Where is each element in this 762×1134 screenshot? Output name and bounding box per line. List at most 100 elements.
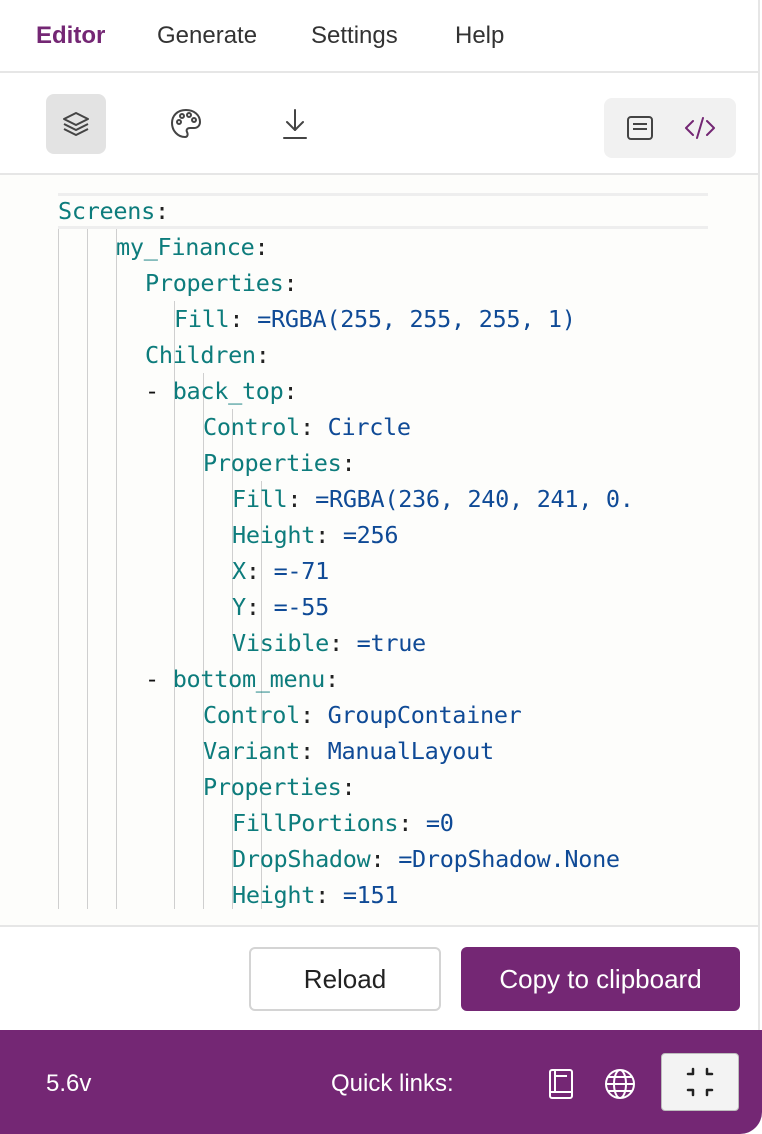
document-view-button[interactable] [610, 98, 670, 158]
colon: : [315, 521, 329, 549]
indent-guide [232, 409, 233, 909]
indent-guide [87, 229, 88, 909]
yaml-key: Control [203, 413, 300, 441]
tab-generate[interactable]: Generate [157, 22, 258, 49]
colon: : [154, 197, 169, 225]
yaml-key: Properties [203, 773, 342, 801]
indent-guide [261, 481, 262, 909]
version-label: 5.6v [46, 1070, 92, 1097]
colon: : [299, 737, 314, 765]
layers-icon [63, 112, 89, 136]
colon: : [245, 593, 260, 621]
download-icon [283, 109, 307, 139]
yaml-value: GroupContainer [327, 701, 522, 729]
colon: : [370, 845, 385, 873]
yaml-key: FillPortions [232, 809, 399, 837]
indent-guide [174, 301, 175, 909]
yaml-code-editor[interactable]: Screens:my_Finance:Properties:Fill: =RGB… [0, 175, 760, 925]
code-line: Variant: ManualLayout [203, 733, 494, 769]
yaml-value: =RGBA(236, 240, 241, 0. [315, 485, 634, 513]
docs-link[interactable] [541, 1064, 581, 1104]
indent-guide [203, 373, 204, 909]
colon: : [299, 413, 314, 441]
code-line: - bottom_menu: [145, 661, 339, 697]
code-line: DropShadow: =DropShadow.None [232, 841, 620, 877]
yaml-value: =-55 [273, 593, 330, 621]
current-line-highlight [58, 193, 708, 229]
yaml-value: =151 [342, 881, 399, 909]
code-line: Children: [145, 337, 270, 373]
code-line: Visible: =true [232, 625, 426, 661]
colon: : [283, 269, 298, 297]
code-view-button[interactable] [670, 98, 730, 158]
yaml-value: =0 [425, 809, 454, 837]
top-navigation: Editor Generate Settings Help [0, 0, 760, 73]
code-view-icon [685, 117, 715, 139]
indent-guide [116, 229, 117, 909]
code-line: FillPortions: =0 [232, 805, 454, 841]
code-line: Screens: [58, 193, 169, 229]
colon: : [328, 629, 343, 657]
code-line: my_Finance: [116, 229, 269, 265]
download-button[interactable] [265, 94, 325, 154]
colon: : [254, 233, 269, 261]
view-toggle [604, 98, 736, 158]
yaml-value: =RGBA(255, 255, 255, 1) [257, 305, 576, 333]
yaml-key: DropShadow [232, 845, 371, 873]
yaml-key: Fill [174, 305, 230, 333]
layers-button[interactable] [46, 94, 106, 154]
toolbar [0, 73, 760, 175]
yaml-key: Visible [232, 629, 329, 657]
collapse-icon [686, 1067, 714, 1097]
code-line: Fill: =RGBA(236, 240, 241, 0. [232, 481, 634, 517]
yaml-key: bottom_menu [172, 665, 326, 693]
tab-editor[interactable]: Editor [36, 22, 106, 49]
reload-button[interactable]: Reload [249, 947, 441, 1011]
book-icon [549, 1069, 573, 1099]
yaml-key: my_Finance [116, 233, 255, 261]
code-line: Fill: =RGBA(255, 255, 255, 1) [174, 301, 576, 337]
code-line: Y: =-55 [232, 589, 329, 625]
yaml-value: ManualLayout [327, 737, 494, 765]
yaml-key: back_top [172, 377, 284, 405]
tab-settings[interactable]: Settings [311, 22, 398, 49]
colon: : [341, 449, 356, 477]
code-line: Height: =151 [232, 877, 399, 909]
yaml-key: Height [232, 521, 316, 549]
list-dash: - [145, 377, 173, 405]
yaml-key: Variant [203, 737, 300, 765]
code-content: Screens:my_Finance:Properties:Fill: =RGB… [58, 193, 708, 909]
yaml-key: X [232, 557, 246, 585]
yaml-value: =256 [342, 521, 399, 549]
colon: : [299, 701, 314, 729]
theme-button[interactable] [156, 94, 216, 154]
code-line: Height: =256 [232, 517, 399, 553]
colon: : [287, 485, 302, 513]
colon: : [255, 341, 270, 369]
quick-links-label: Quick links: [331, 1070, 454, 1097]
colon: : [245, 557, 260, 585]
list-dash: - [145, 665, 173, 693]
code-line: Properties: [203, 769, 356, 805]
yaml-key: Y [232, 593, 246, 621]
website-link[interactable] [600, 1064, 640, 1104]
yaml-key: Properties [145, 269, 284, 297]
yaml-key: Screens [58, 197, 155, 225]
yaml-value: =DropShadow.None [398, 845, 620, 873]
copy-to-clipboard-button[interactable]: Copy to clipboard [461, 947, 740, 1011]
yaml-key: Properties [203, 449, 342, 477]
palette-icon [170, 108, 202, 139]
document-view-icon [627, 116, 653, 140]
colon: : [229, 305, 244, 333]
action-bar: Reload Copy to clipboard [0, 925, 760, 1030]
status-bar: 5.6v Quick links: [0, 1030, 762, 1134]
tab-help[interactable]: Help [455, 22, 505, 49]
code-line: Control: GroupContainer [203, 697, 522, 733]
code-line: X: =-71 [232, 553, 329, 589]
colon: : [283, 377, 298, 405]
yaml-value: =true [356, 629, 427, 657]
code-line: - back_top: [145, 373, 298, 409]
collapse-button[interactable] [661, 1053, 739, 1111]
colon: : [325, 665, 339, 693]
colon: : [315, 881, 329, 909]
